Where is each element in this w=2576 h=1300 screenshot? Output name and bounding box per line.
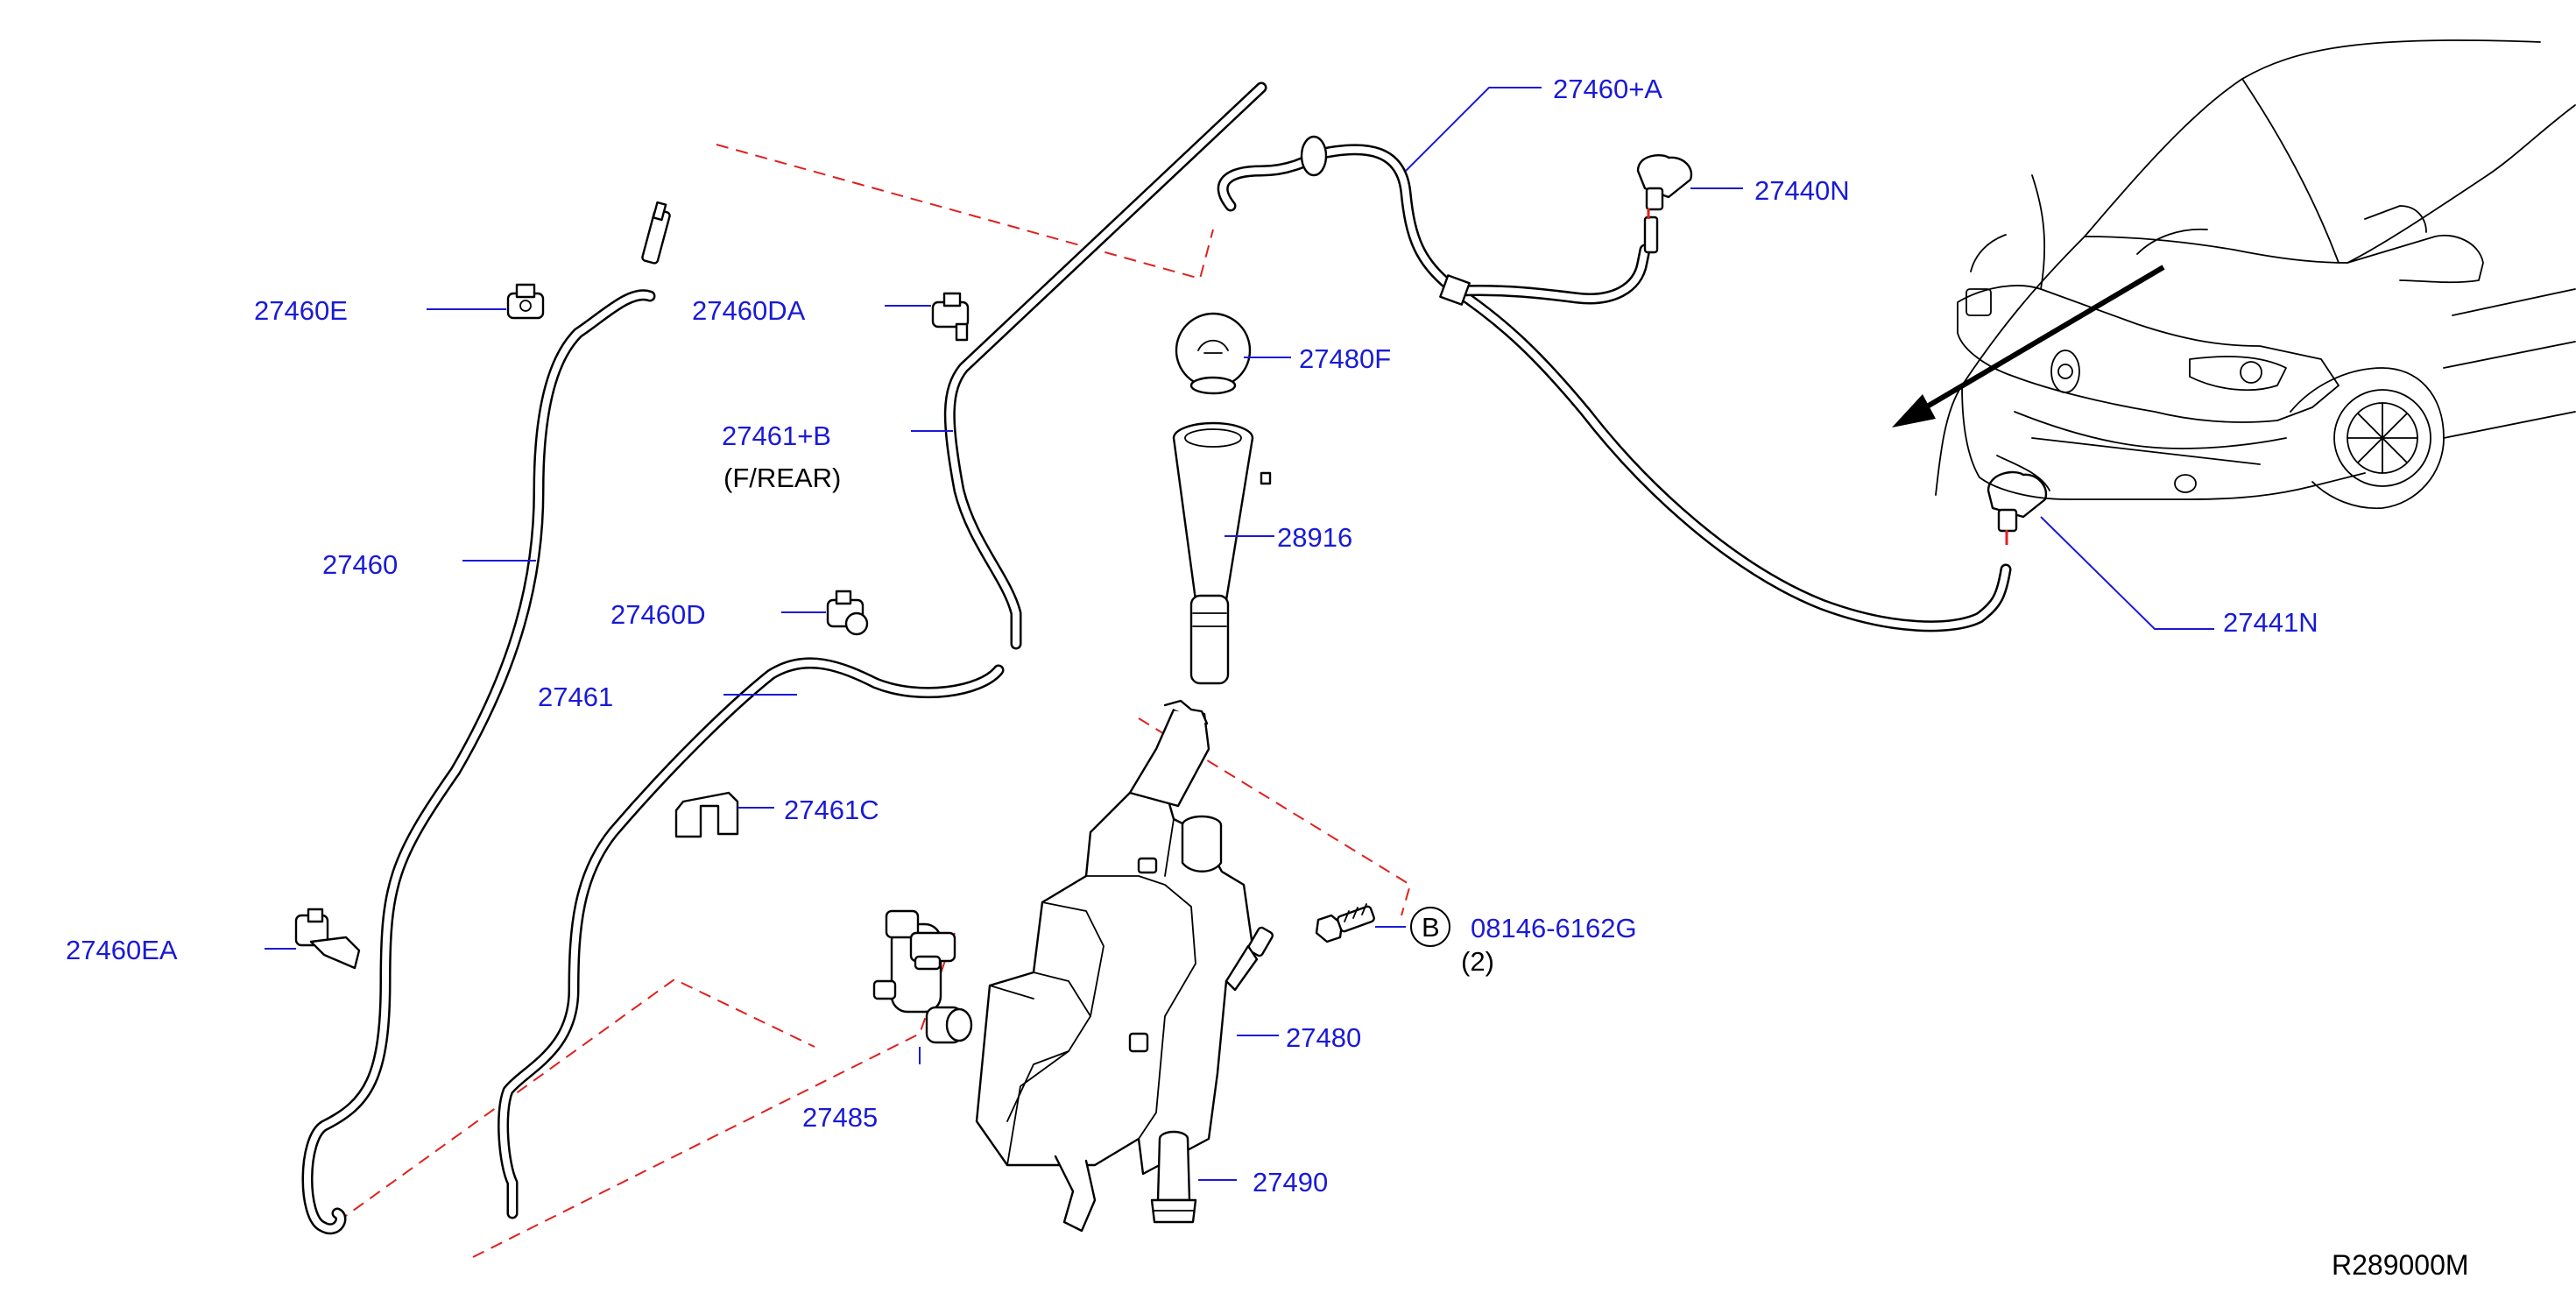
callout-08146-6162g: 08146-6162G	[1471, 913, 1637, 943]
hose-27460	[301, 289, 656, 1235]
callout-27480: 27480	[1286, 1022, 1361, 1053]
bolt-marker-circle	[1410, 907, 1450, 947]
callout-28916: 28916	[1277, 522, 1352, 553]
clip-27460da	[931, 292, 970, 342]
callout-27460a: 27460+A	[1553, 74, 1662, 104]
clip-27460e	[506, 283, 545, 320]
callout-27441n: 27441N	[2223, 607, 2318, 638]
alignment-guides	[336, 144, 1412, 1258]
callout-27461: 27461	[538, 682, 613, 712]
nozzle-27441n	[1987, 470, 2048, 545]
filler-cap-27480f	[1175, 312, 1252, 395]
clip-27460d	[826, 590, 869, 636]
connector-top-left	[641, 201, 671, 265]
callout-27460e: 27460E	[254, 295, 348, 326]
vehicle-outline	[1935, 39, 2576, 510]
guide-lower-mid	[472, 932, 956, 1258]
callout-27460ea: 27460EA	[66, 935, 178, 965]
hose-27460a	[1217, 135, 2012, 632]
leader-lines	[265, 87, 2214, 1181]
notes: (F/REAR) (2) B R289000M	[723, 463, 2469, 1281]
guide-upper	[716, 144, 1214, 280]
callout-27460d: 27460D	[610, 599, 706, 630]
level-sensor-27490	[1150, 1130, 1197, 1224]
callout-27460da: 27460DA	[692, 295, 806, 326]
bolt-marker-letter: B	[1422, 912, 1440, 943]
tank-27480	[975, 699, 1274, 1233]
callout-labels: 27460E 27460DA 27461+B 27460 27460D 2746…	[66, 74, 2318, 1198]
hose-27461b	[943, 81, 1267, 650]
note-bolt-qty: (2)	[1461, 946, 1494, 977]
pump-27485	[872, 909, 973, 1044]
callout-27440n: 27440N	[1754, 175, 1850, 206]
nozzle-27440n	[1636, 154, 1693, 254]
callout-27485: 27485	[802, 1102, 878, 1133]
clip-27460ea	[294, 908, 361, 970]
note-front-rear: (F/REAR)	[723, 463, 841, 493]
callout-27460: 27460	[322, 549, 398, 580]
hose-27461	[498, 657, 1005, 1219]
diagram-code: R289000M	[2332, 1249, 2469, 1281]
guide-tank	[1138, 717, 1412, 916]
callout-27461c: 27461C	[784, 795, 879, 825]
callout-27490: 27490	[1253, 1167, 1328, 1198]
clip-27461c	[674, 791, 739, 838]
front-direction-arrow	[1892, 265, 2165, 427]
callout-27480f: 27480F	[1299, 343, 1391, 374]
callout-27461b: 27461+B	[722, 420, 831, 451]
filler-tube-28916	[1172, 421, 1272, 685]
bolt-08146	[1315, 903, 1375, 943]
